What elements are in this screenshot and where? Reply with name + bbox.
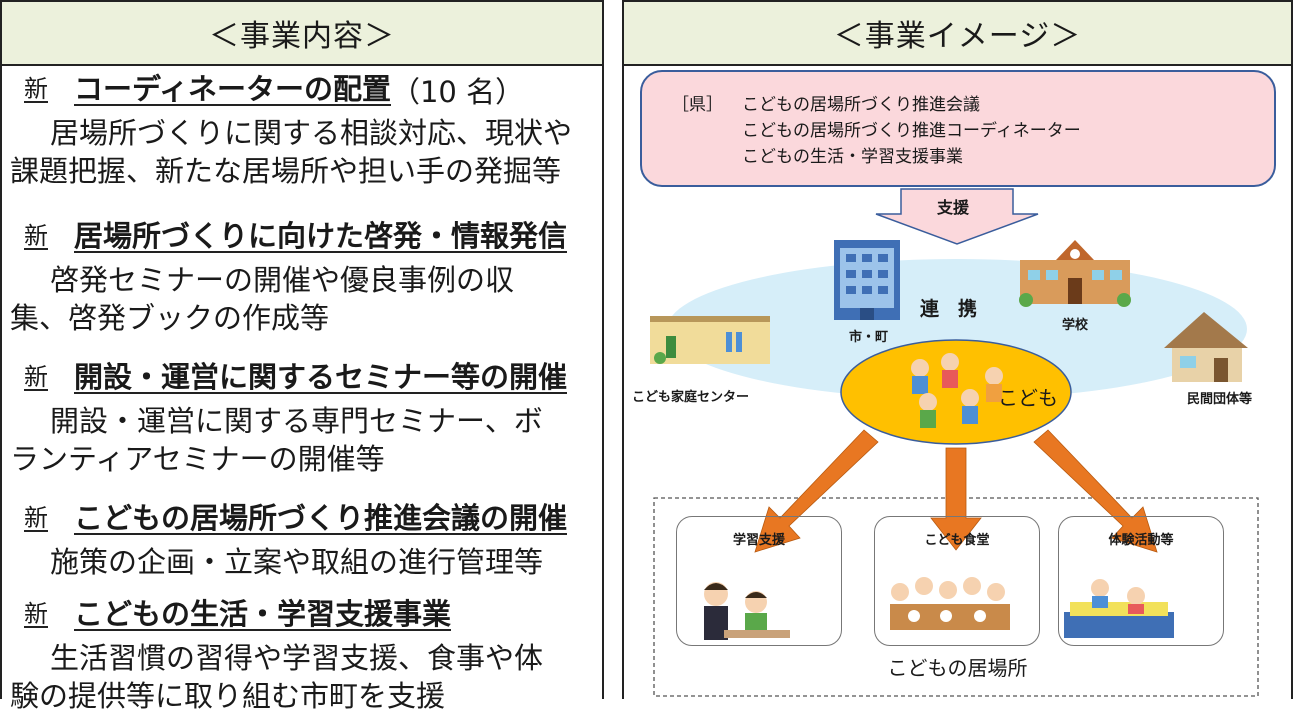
diagram-graphics <box>650 128 1259 697</box>
desc-line: 施策の企画・立案や取組の進行管理等 <box>50 545 544 579</box>
item-description: 啓発セミナーの開催や優良事例の収 集、啓発ブックの作成等 <box>2 261 602 337</box>
desc-line: 居場所づくりに関する相談対応、現状や <box>50 116 573 150</box>
item-title-row: 新 開設・運営に関するセミナー等の開催 <box>2 354 602 402</box>
pref-item-learning-support: こどもの生活・学習支援事業 <box>742 147 963 167</box>
support-arrow <box>875 188 1039 245</box>
item-coordinator: 新 コーディネーターの配置 （10 名） 居場所づくりに関する相談対応、現状や … <box>2 66 602 190</box>
new-badge: 新 <box>24 363 48 391</box>
place-label: 体験活動等 <box>1108 533 1174 548</box>
item-title-row: 新 こどもの生活・学習支援事業 <box>2 591 602 639</box>
item-council: 新 こどもの居場所づくり推進会議の開催 施策の企画・立案や取組の進行管理等 <box>2 495 602 581</box>
item-title-row: 新 こどもの居場所づくり推進会議の開催 <box>2 495 602 543</box>
item-title: こどもの生活・学習支援事業 <box>74 597 452 631</box>
city-label: 市・町 <box>849 330 889 345</box>
renkei-label: 連 携 <box>920 298 978 320</box>
prefecture-label: ［県］ <box>672 95 723 115</box>
city-building-icon <box>834 240 900 320</box>
prefecture-box: ［県］ こどもの居場所づくり推進会議 こどもの居場所づくり推進コーディネーター … <box>640 70 1276 187</box>
private-org-house-icon <box>1164 312 1248 382</box>
children-playing-icon <box>911 353 1003 428</box>
place-study-support: 学習支援 <box>676 516 842 646</box>
pref-item-council: こどもの居場所づくり推進会議 <box>742 95 980 115</box>
item-description: 生活習慣の習得や学習支援、食事や体 験の提供等に取り組む市町を支援 <box>2 639 602 715</box>
item-title: こどもの居場所づくり推進会議の開催 <box>74 501 568 535</box>
new-badge: 新 <box>24 600 48 628</box>
desc-line: 啓発セミナーの開催や優良事例の収 <box>50 263 515 297</box>
ibasho-label: こどもの居場所 <box>887 656 1028 680</box>
desc-line: 生活習慣の習得や学習支援、食事や体 <box>50 641 544 675</box>
desc-line: ランティアセミナーの開催等 <box>10 442 385 476</box>
pref-item-coordinator: こどもの居場所づくり推進コーディネーター <box>742 121 1081 141</box>
cafeteria-icon <box>890 577 1010 630</box>
item-note: （10 名） <box>390 75 525 109</box>
item-title: 開設・運営に関するセミナー等の開催 <box>74 360 568 394</box>
place-label: こども食堂 <box>924 533 990 548</box>
desc-line: 集、啓発ブックの作成等 <box>10 301 330 335</box>
item-title: コーディネーターの配置 <box>74 72 391 106</box>
study-support-icon <box>704 582 790 640</box>
place-experience: 体験活動等 <box>1058 516 1224 646</box>
new-badge: 新 <box>24 504 48 532</box>
item-title: 居場所づくりに向けた啓発・情報発信 <box>74 219 568 253</box>
experience-activities-icon <box>1064 579 1174 638</box>
private-org-label: 民間団体等 <box>1187 392 1253 407</box>
item-seminar: 新 開設・運営に関するセミナー等の開催 開設・運営に関する専門セミナー、ボ ラン… <box>2 354 602 478</box>
school-label: 学校 <box>1062 318 1089 333</box>
kodomo-ellipse <box>840 339 1072 445</box>
new-badge: 新 <box>24 222 48 250</box>
place-label: 学習支援 <box>732 533 785 548</box>
school-building-icon <box>1019 240 1131 307</box>
item-description: 居場所づくりに関する相談対応、現状や 課題把握、新たな居場所や担い手の発掘等 <box>2 114 602 190</box>
item-learning-support: 新 こどもの生活・学習支援事業 生活習慣の習得や学習支援、食事や体 験の提供等に… <box>2 591 602 715</box>
desc-line: 開設・運営に関する専門セミナー、ボ <box>50 404 543 438</box>
family-center-label: こども家庭センター <box>632 390 750 405</box>
arrow-to-cafeteria <box>930 447 982 551</box>
item-awareness: 新 居場所づくりに向けた啓発・情報発信 啓発セミナーの開催や優良事例の収 集、啓… <box>2 213 602 337</box>
support-label: 支援 <box>937 198 970 217</box>
business-content-header: ＜事業内容＞ <box>2 2 602 66</box>
business-image-panel: ＜事業イメージ＞ <box>622 0 1293 699</box>
business-content-panel: ＜事業内容＞ 新 コーディネーターの配置 （10 名） 居場所づくりに関する相談… <box>0 0 604 713</box>
item-title-row: 新 居場所づくりに向けた啓発・情報発信 <box>2 213 602 261</box>
desc-line: 課題把握、新たな居場所や担い手の発掘等 <box>10 154 562 188</box>
family-center-icon <box>650 316 770 364</box>
item-description: 施策の企画・立案や取組の進行管理等 <box>2 543 602 581</box>
new-badge: 新 <box>24 75 48 103</box>
business-image-header: ＜事業イメージ＞ <box>624 2 1291 66</box>
place-cafeteria: こども食堂 <box>874 516 1040 646</box>
desc-line: 験の提供等に取り組む市町を支援 <box>10 679 446 713</box>
arrow-to-experience <box>1033 429 1158 553</box>
kodomo-label: こども <box>998 386 1058 410</box>
item-title-row: 新 コーディネーターの配置 （10 名） <box>2 66 602 114</box>
item-description: 開設・運営に関する専門セミナー、ボ ランティアセミナーの開催等 <box>2 402 602 478</box>
business-diagram: ［県］ こどもの居場所づくり推進会議 こどもの居場所づくり推進コーディネーター … <box>624 64 1291 701</box>
